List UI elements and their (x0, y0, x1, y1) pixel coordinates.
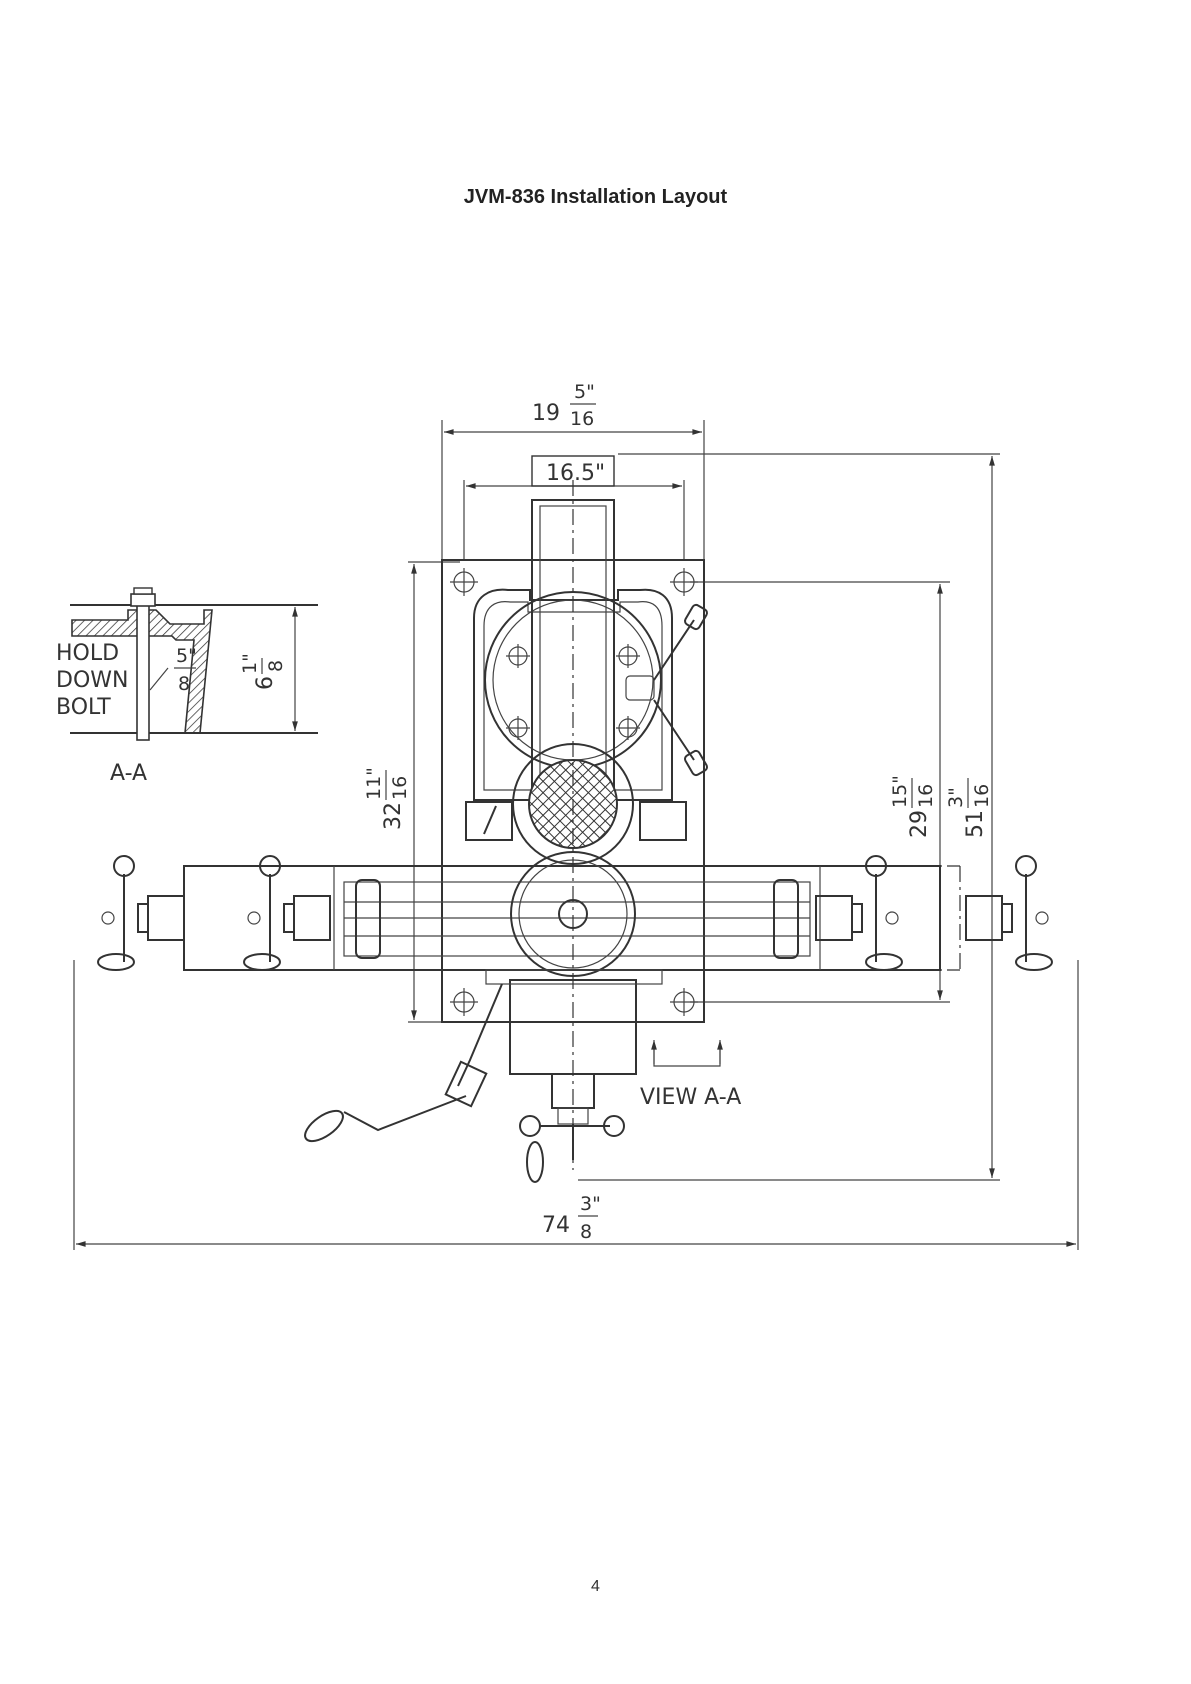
overall-depth-denominator: 16 (971, 784, 993, 808)
bolt-size-denominator: 8 (178, 673, 190, 695)
detail-height-numerator: 1" (239, 653, 261, 674)
dim-base-depth: 32 11" 16 (363, 767, 411, 830)
dim-bolt-depth: 29 15" 16 (889, 775, 937, 838)
hold-down-label-1: HOLD (56, 641, 119, 666)
detail-section-a-a: HOLD DOWN BOLT 5" 8 6 1" 8 A-A (56, 588, 318, 786)
hold-down-label-3: BOLT (56, 695, 111, 720)
view-label: VIEW A-A (640, 1085, 741, 1110)
base-depth-whole: 32 (381, 802, 406, 830)
overall-depth-whole: 51 (963, 810, 988, 838)
overall-depth-numerator: 3" (945, 787, 967, 808)
overall-width-numerator: 3" (580, 1193, 601, 1215)
bolt-spacing-label: 16.5" (546, 461, 605, 486)
turret-lever-icon (626, 603, 708, 776)
view-arrows (654, 1040, 720, 1066)
overall-width-denominator: 8 (580, 1221, 592, 1243)
base-width-numerator: 5" (574, 381, 595, 403)
base-depth-denominator: 16 (389, 776, 411, 800)
detail-height-denominator: 8 (265, 660, 287, 672)
table-handwheel-icons (98, 856, 1052, 970)
detail-height-whole: 6 (253, 676, 278, 690)
bolt-size-numerator: 5" (176, 645, 197, 667)
bolt-depth-numerator: 15" (889, 775, 911, 808)
page-number: 4 (0, 1578, 1191, 1596)
overall-width-whole: 74 (542, 1213, 570, 1238)
base-width-denominator: 16 (570, 408, 594, 430)
section-label: A-A (110, 761, 147, 786)
bolt-depth-denominator: 16 (915, 784, 937, 808)
hold-down-label-2: DOWN (56, 668, 128, 693)
dim-base-width: 19 5" 16 (532, 381, 596, 430)
base-depth-numerator: 11" (363, 767, 385, 800)
bolt-depth-whole: 29 (907, 810, 932, 838)
base-width-whole: 19 (532, 401, 560, 426)
dim-overall-depth: 51 3" 16 (945, 778, 993, 838)
dim-overall-width: 74 3" 8 (542, 1193, 601, 1243)
